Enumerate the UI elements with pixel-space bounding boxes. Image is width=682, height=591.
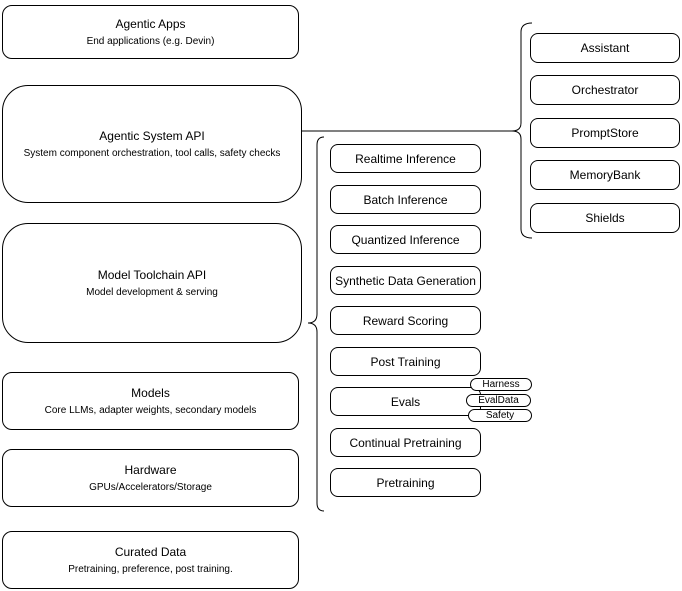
node-title: Agentic System API <box>99 128 205 143</box>
node-subtitle: Model development & serving <box>86 286 218 298</box>
node-subtitle: Pretraining, preference, post training. <box>68 563 233 575</box>
node-synthetic-data-generation: Synthetic Data Generation <box>330 266 481 295</box>
node-shields: Shields <box>530 203 680 233</box>
node-label: Synthetic Data Generation <box>335 273 476 288</box>
tag-safety: Safety <box>468 409 532 422</box>
tag-label: Safety <box>485 410 515 421</box>
node-curated-data: Curated Data Pretraining, preference, po… <box>2 531 299 589</box>
node-title: Agentic Apps <box>115 16 186 31</box>
node-realtime-inference: Realtime Inference <box>330 144 481 173</box>
node-label: Orchestrator <box>571 83 639 97</box>
node-pretraining: Pretraining <box>330 468 481 497</box>
node-reward-scoring: Reward Scoring <box>330 306 481 335</box>
node-batch-inference: Batch Inference <box>330 185 481 214</box>
node-label: Quantized Inference <box>351 232 460 247</box>
tag-evaldata: EvalData <box>466 394 531 407</box>
node-label: PromptStore <box>571 126 639 140</box>
node-title: Curated Data <box>114 544 187 559</box>
node-label: MemoryBank <box>569 168 641 182</box>
node-label: Post Training <box>370 354 441 369</box>
node-continual-pretraining: Continual Pretraining <box>330 428 481 457</box>
node-assistant: Assistant <box>530 33 680 63</box>
node-memorybank: MemoryBank <box>530 160 680 190</box>
node-models: Models Core LLMs, adapter weights, secon… <box>2 372 299 430</box>
node-agentic-system-api: Agentic System API System component orch… <box>2 85 302 203</box>
node-label: Batch Inference <box>363 192 448 207</box>
node-quantized-inference: Quantized Inference <box>330 225 481 254</box>
node-subtitle: End applications (e.g. Devin) <box>86 35 215 47</box>
node-label: Reward Scoring <box>362 313 449 328</box>
node-title: Hardware <box>124 462 177 477</box>
tag-label: Harness <box>482 379 520 390</box>
node-subtitle: Core LLMs, adapter weights, secondary mo… <box>44 404 257 416</box>
node-label: Realtime Inference <box>355 151 456 166</box>
node-agentic-apps: Agentic Apps End applications (e.g. Devi… <box>2 5 299 59</box>
node-label: Pretraining <box>376 475 435 490</box>
node-subtitle: GPUs/Accelerators/Storage <box>89 481 212 493</box>
node-model-toolchain-api: Model Toolchain API Model development & … <box>2 223 302 343</box>
node-title: Model Toolchain API <box>97 267 207 282</box>
node-promptstore: PromptStore <box>530 118 680 148</box>
system-brace <box>511 22 533 239</box>
node-post-training: Post Training <box>330 347 481 376</box>
node-subtitle: System component orchestration, tool cal… <box>23 147 281 159</box>
node-hardware: Hardware GPUs/Accelerators/Storage <box>2 449 299 507</box>
toolchain-brace <box>307 136 325 512</box>
tag-label: EvalData <box>478 395 519 406</box>
node-label: Evals <box>390 394 421 409</box>
node-label: Assistant <box>580 41 630 55</box>
node-orchestrator: Orchestrator <box>530 75 680 105</box>
node-evals: Evals <box>330 387 481 416</box>
node-title: Models <box>131 385 170 400</box>
tag-harness: Harness <box>470 378 532 391</box>
node-label: Shields <box>585 211 625 225</box>
node-label: Continual Pretraining <box>349 435 462 450</box>
